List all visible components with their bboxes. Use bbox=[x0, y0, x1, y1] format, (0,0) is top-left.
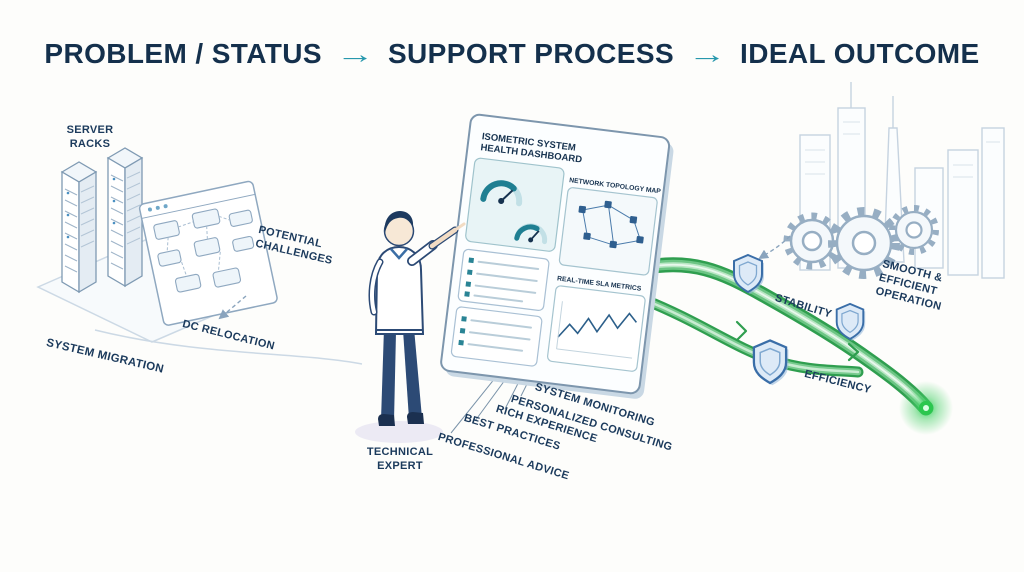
flow-arrow-icons bbox=[735, 320, 860, 362]
gauges-card bbox=[465, 157, 565, 252]
server-racks-label: SERVER RACKS bbox=[66, 124, 114, 150]
shield-icon bbox=[733, 253, 764, 294]
flowchart-panel-illustration bbox=[138, 180, 278, 326]
dashboard-illustration: ISOMETRIC SYSTEM HEALTH DASHBOARD NETWOR… bbox=[440, 113, 674, 399]
arrow-right-icon: → bbox=[687, 38, 727, 69]
status-list-cards bbox=[450, 248, 550, 367]
process-flow-title: PROBLEM / STATUS → SUPPORT PROCESS → IDE… bbox=[0, 38, 1024, 70]
shield-icon bbox=[835, 302, 866, 341]
header-problem-status: PROBLEM / STATUS bbox=[44, 38, 322, 69]
glow-endpoint bbox=[899, 381, 953, 435]
server-racks-illustration bbox=[60, 147, 144, 294]
gears-to-shield-arrow bbox=[758, 235, 791, 260]
technical-expert-figure bbox=[355, 211, 466, 443]
arrow-right-icon: → bbox=[335, 38, 375, 69]
shield-icon bbox=[752, 339, 789, 386]
header-support-process: SUPPORT PROCESS bbox=[387, 38, 675, 69]
technical-expert-label: TECHNICAL EXPERT bbox=[366, 446, 434, 472]
gears-illustration bbox=[783, 205, 939, 279]
sla-metrics-card: REAL-TIME SLA METRICS bbox=[547, 275, 646, 372]
challenges-arrow bbox=[218, 295, 247, 320]
gear-icon bbox=[828, 207, 900, 279]
gear-icon bbox=[889, 205, 939, 255]
network-topology-card: NETWORK TOPOLOGY MAP bbox=[558, 177, 662, 276]
header-ideal-outcome: IDEAL OUTCOME bbox=[740, 38, 980, 69]
